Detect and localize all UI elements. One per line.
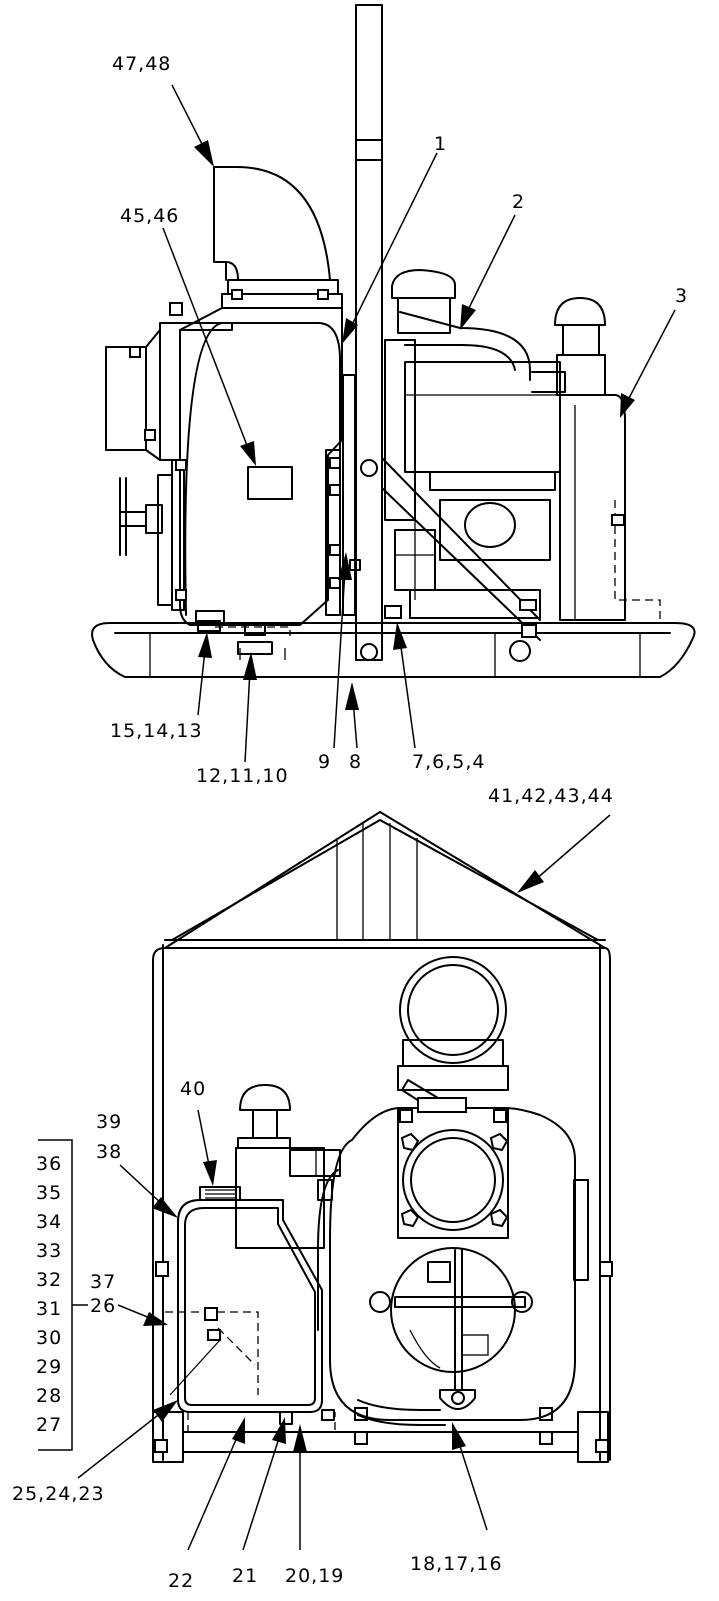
callout-2: 2 [512,191,525,213]
air-cleaner [384,297,661,621]
callout-9: 9 [318,751,331,773]
side-view: 47,48 45,46 1 2 3 15,14,13 12,11,10 9 8 … [91,4,696,787]
list-item-27: 27 [36,1414,62,1436]
callout-47-48: 47,48 [112,53,171,75]
list-item-34: 34 [36,1211,62,1233]
callout-39: 39 [96,1111,122,1133]
list-item-31: 31 [36,1298,62,1320]
skid-base [91,622,696,678]
roof-frame [152,811,611,1461]
drain-fittings [197,620,291,660]
callout-40: 40 [180,1078,206,1100]
callout-15-14-13: 15,14,13 [110,720,203,742]
discharge-elbow [213,166,343,309]
callout-38: 38 [96,1141,122,1163]
lifting-bail [342,4,383,661]
engine-front [235,1084,589,1281]
callout-18-17-16: 18,17,16 [410,1553,503,1575]
callout-25-24-23: 25,24,23 [12,1483,105,1505]
callout-8: 8 [349,751,362,773]
pump-front [317,1097,576,1421]
valve-handle [119,477,163,556]
discharge-pipe [397,956,509,1109]
front-view: 36 35 34 33 32 31 30 29 28 27 [12,785,614,1592]
callout-22: 22 [168,1570,194,1592]
side-view-labels: 47,48 45,46 1 2 3 15,14,13 12,11,10 9 8 … [110,53,688,787]
bracket-list: 36 35 34 33 32 31 30 29 28 27 [36,1139,88,1451]
callout-41-42-43-44: 41,42,43,44 [488,785,614,807]
list-item-28: 28 [36,1385,62,1407]
pump-casing [105,302,343,626]
list-item-32: 32 [36,1269,62,1291]
callout-21: 21 [232,1565,258,1587]
list-item-29: 29 [36,1356,62,1378]
diagonal-brace [381,457,541,662]
callout-37: 37 [90,1271,116,1293]
list-item-33: 33 [36,1240,62,1262]
callout-45-46: 45,46 [120,205,179,227]
callout-26: 26 [90,1295,116,1317]
engine [384,269,566,619]
callout-7-6-5-4: 7,6,5,4 [412,751,485,773]
list-item-35: 35 [36,1182,62,1204]
side-view-leaders [162,84,676,763]
list-item-30: 30 [36,1327,62,1349]
callout-1: 1 [434,133,447,155]
callout-12-11-10: 12,11,10 [196,765,289,787]
front-view-leaders [77,814,611,1551]
callout-20-19: 20,19 [285,1565,344,1587]
front-view-labels: 41,42,43,44 40 39 38 37 26 25,24,23 22 2… [12,785,614,1592]
fuel-tank [165,1186,336,1433]
suction-line [357,1399,446,1426]
callout-3: 3 [675,285,688,307]
list-item-36: 36 [36,1153,62,1175]
cleanout-cover [369,1247,533,1410]
